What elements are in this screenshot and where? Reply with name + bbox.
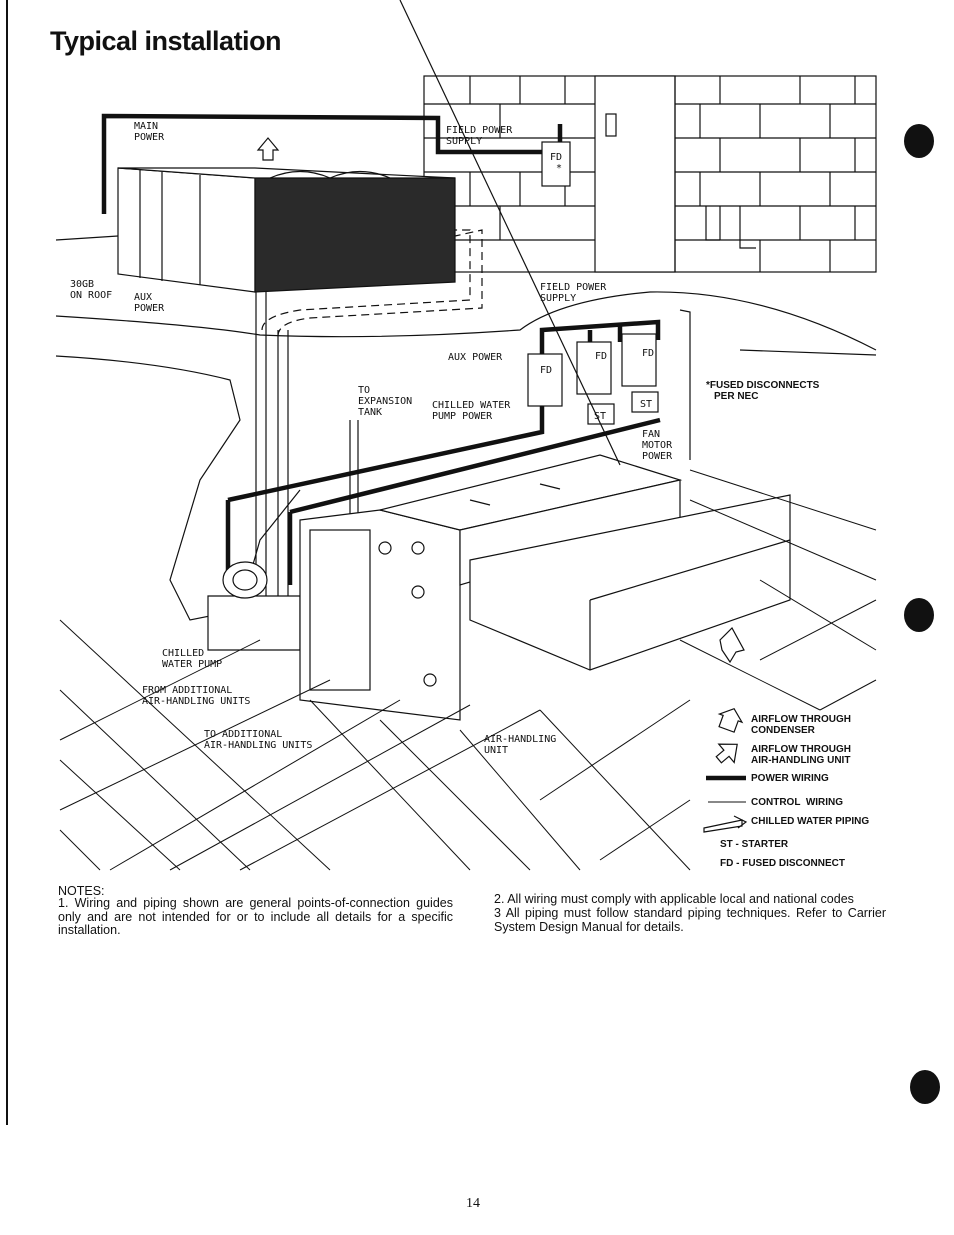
label-ahu-1: AIR-HANDLING [484,734,556,745]
installation-diagram: MAIN POWER FIELD POWER SUPPLY FD * 30GB … [55,0,877,871]
label-expansion-3: TANK [358,407,382,418]
label-from-additional-1: FROM ADDITIONAL [142,685,232,696]
airflow-up-arrow [256,137,280,161]
disconnects-mid [527,333,659,425]
label-ahu-2: UNIT [484,745,508,756]
legend-power-wiring: POWER WIRING [751,773,829,784]
binder-hole-top [904,124,934,158]
chilled-water-piping [229,229,483,711]
label-30gb-1: 30GB [70,279,94,290]
label-aux-power-roof-2: POWER [134,303,165,314]
label-fused-disconnects-1: *FUSED DISCONNECTS [706,380,820,391]
chilled-water-pump [207,561,301,651]
legend-fused-disconnect: FD - FUSED DISCONNECT [720,858,845,869]
note-2: 2. All wiring must comply with applicabl… [494,892,854,906]
condensing-unit-30gb [55,167,456,293]
label-asterisk-top: * [556,163,562,174]
label-main-power-2: POWER [134,132,165,143]
label-main-power-1: MAIN [134,121,158,132]
label-field-power-top-1: FIELD POWER [446,125,513,136]
brick-wall [423,75,877,273]
page-title: Typical installation [50,26,282,56]
label-aux-power-roof-1: AUX [134,292,152,303]
legend-control-wiring: CONTROL WIRING [751,797,844,808]
legend-airflow-ahu-icon [715,743,738,764]
diagram-labels: MAIN POWER FIELD POWER SUPPLY FD * 30GB … [70,121,820,756]
label-cw-pump-2: WATER PUMP [162,659,222,670]
label-fd-1: FD [540,365,552,376]
legend-airflow-condenser-icon [717,707,744,733]
floor-tiles [59,469,877,871]
note-1: 1. Wiring and piping shown are general p… [58,896,453,937]
label-expansion-2: EXPANSION [358,396,412,407]
label-fd-2: FD [595,351,607,362]
binder-hole-bottom [910,1070,940,1104]
label-to-additional-1: TO ADDITIONAL [204,729,282,740]
roof-outline [55,291,877,621]
label-fan-motor-1: FAN [642,429,660,440]
label-fused-disconnects-2: PER NEC [714,391,758,402]
legend-starter: ST - STARTER [720,839,789,850]
label-pump-power-2: PUMP POWER [432,411,493,422]
label-st-1: ST [594,411,606,422]
legend-chilled-water-pipe-icon [703,815,748,833]
label-30gb-2: ON ROOF [70,290,112,301]
label-to-additional-2: AIR-HANDLING UNITS [204,740,312,751]
binder-hole-middle [904,598,934,632]
legend-symbols [703,707,748,833]
label-field-power-mid-2: SUPPLY [540,293,576,304]
legend-chilled-water-piping: CHILLED WATER PIPING [751,816,870,827]
label-st-2: ST [640,399,652,410]
label-fd-3: FD [642,348,654,359]
air-handling-unit [299,0,791,721]
legend-airflow-condenser: AIRFLOW THROUGH CONDENSER [751,714,851,736]
field-disconnect-top [541,141,571,187]
airflow-ahu-arrow [719,627,745,664]
label-aux-power-mid: AUX POWER [448,352,503,363]
label-expansion-1: TO [358,385,370,396]
label-fan-motor-3: POWER [642,451,673,462]
page-left-rule [6,0,8,1125]
legend-airflow-ahu: AIRFLOW THROUGH AIR-HANDLING UNIT [751,744,851,766]
note-3: 3 All piping must follow standard piping… [494,906,886,934]
label-fan-motor-2: MOTOR [642,440,673,451]
label-field-power-top-2: SUPPLY [446,136,482,147]
page-number: 14 [466,1196,480,1211]
notes-heading: NOTES: [58,884,105,898]
label-pump-power-1: CHILLED WATER [432,400,511,411]
label-cw-pump-1: CHILLED [162,648,204,659]
label-fd-top: FD [550,152,562,163]
label-from-additional-2: AIR-HANDLING UNITS [142,696,250,707]
label-field-power-mid-1: FIELD POWER [540,282,607,293]
